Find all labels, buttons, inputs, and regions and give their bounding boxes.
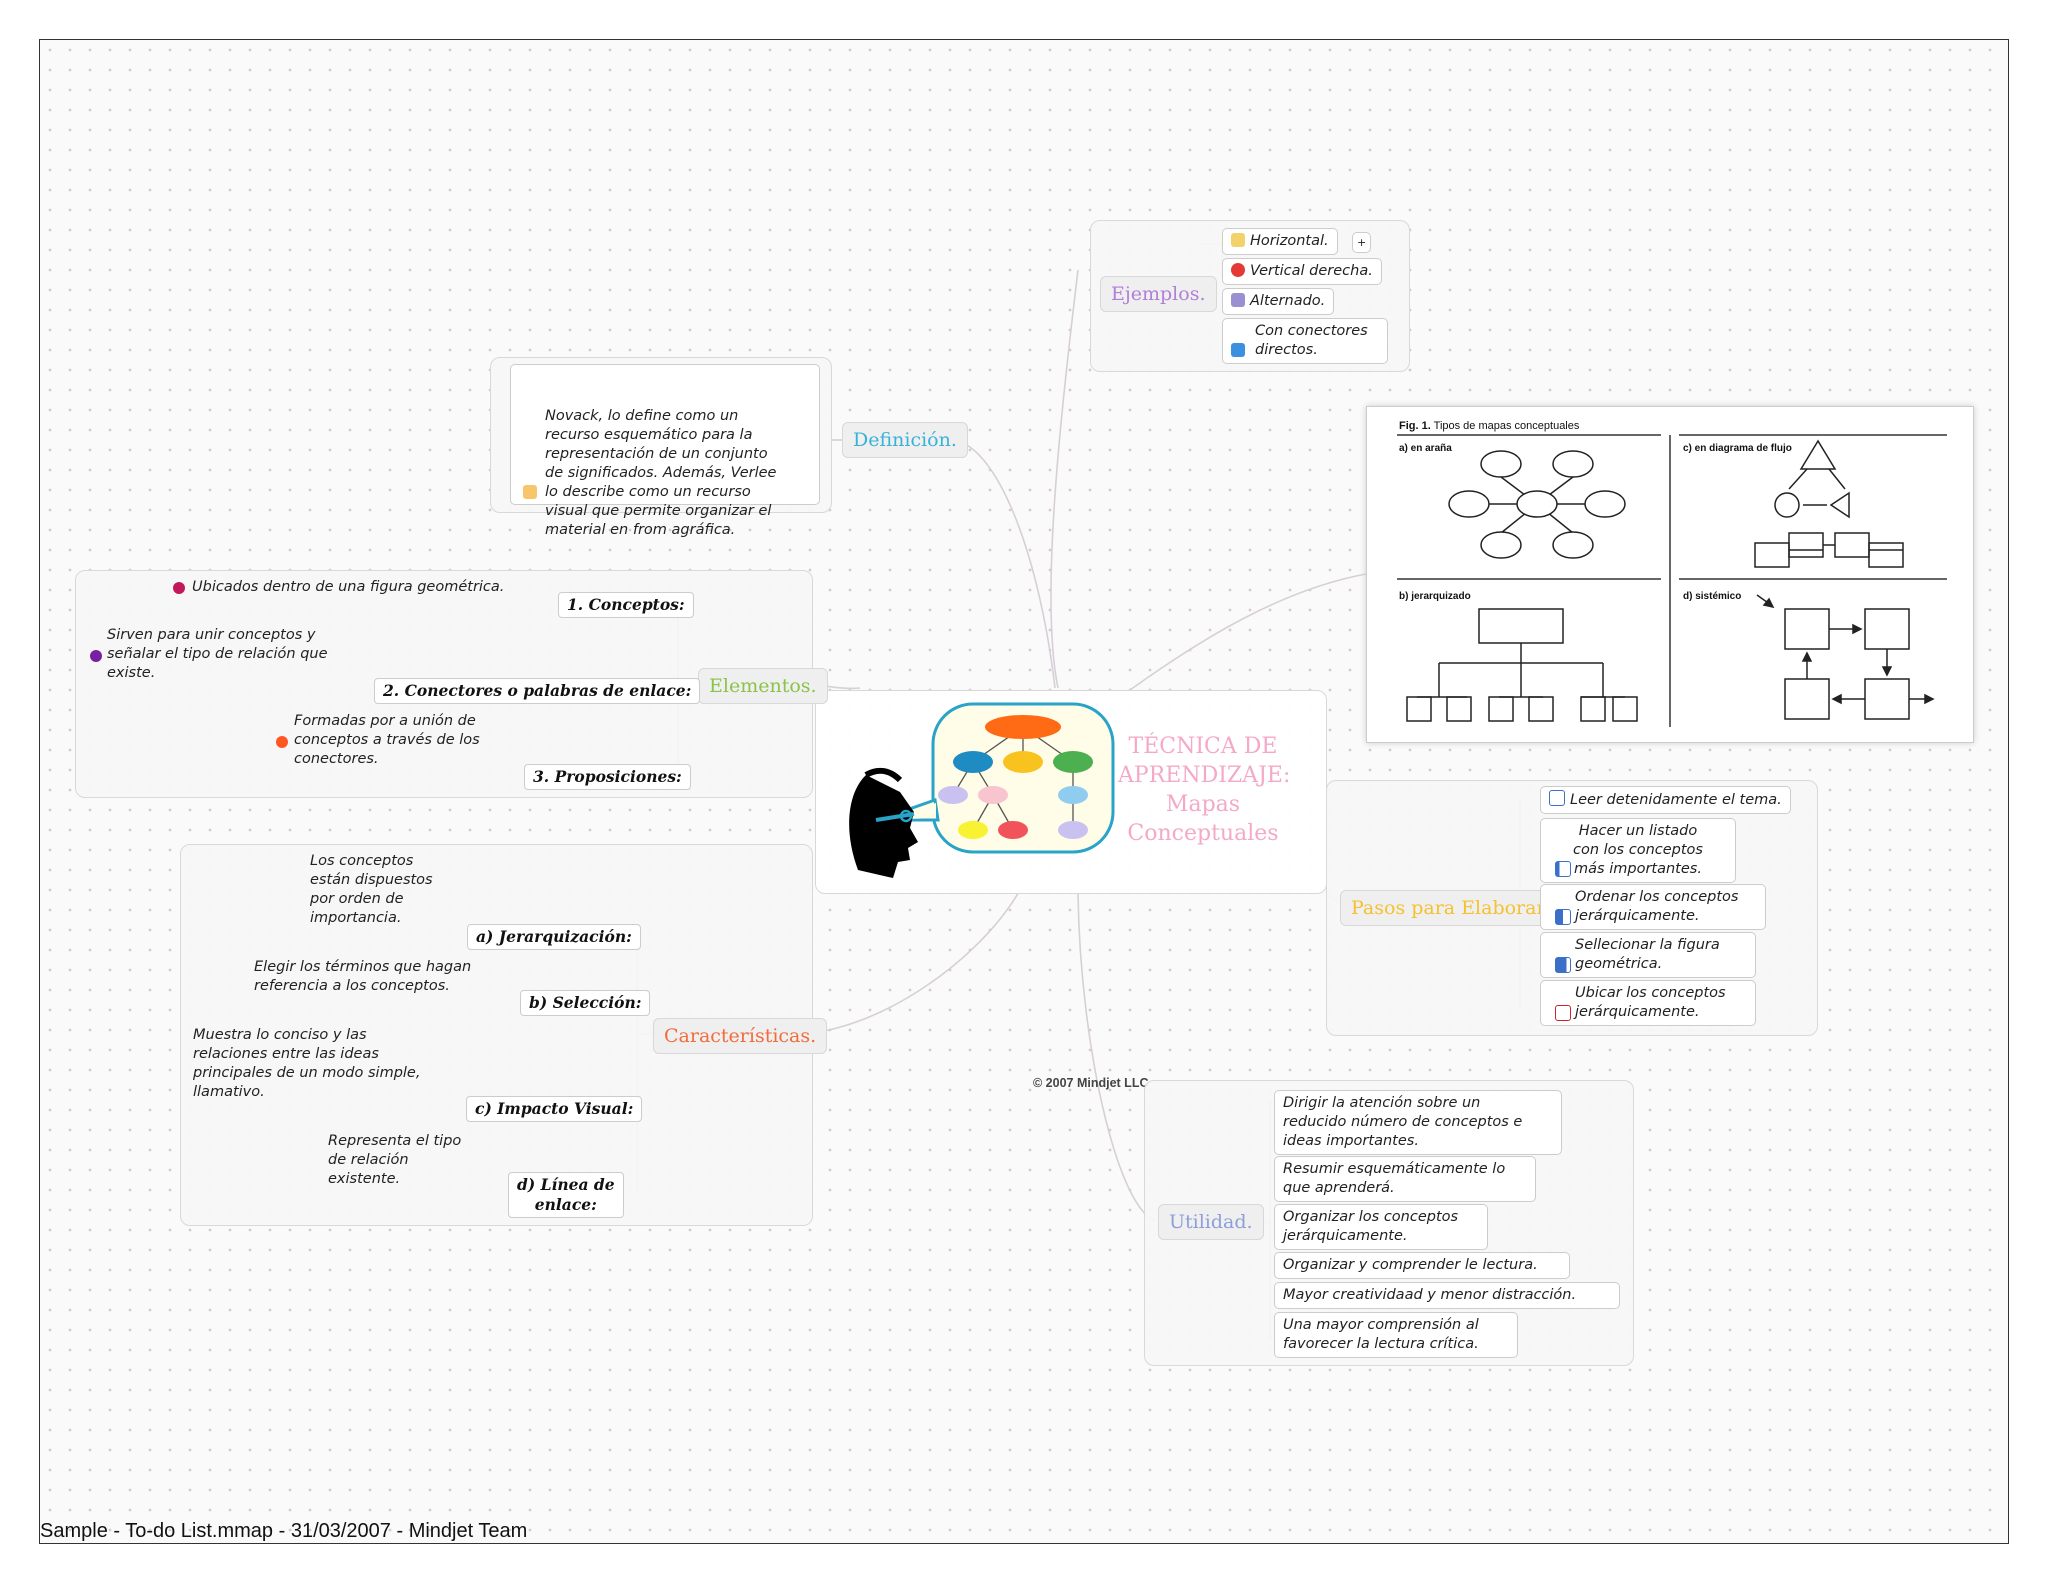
expand-toggle[interactable]: + (1352, 232, 1372, 253)
link-caracteristicas (799, 889, 1021, 1035)
linea-description: Representa el tipo de relación existente… (328, 1133, 462, 1187)
ejemplo-item[interactable]: Vertical derecha. (1222, 258, 1382, 285)
task-0-icon (1549, 790, 1565, 806)
bullet-icon (276, 736, 288, 748)
utilidad-item[interactable]: Resumir esquemáticamente lo que aprender… (1274, 1156, 1536, 1202)
utilidad-item[interactable]: Una mayor comprensión al favorecer la le… (1274, 1312, 1518, 1358)
paso-item[interactable]: Hacer un listado con los conceptos más i… (1540, 818, 1736, 883)
definicion-label: Novack, lo define como un recurso esquem… (545, 408, 777, 538)
arrow-down-purple-icon (1231, 293, 1245, 307)
link-figure (1129, 573, 1367, 691)
spider-map (1448, 450, 1626, 559)
figure-caption: Tipos de mapas conceptuales (1431, 420, 1580, 432)
paso-label: Ubicar los conceptos jerárquicamente. (1575, 985, 1726, 1020)
topic-caracteristicas[interactable]: Características. (653, 1018, 828, 1054)
panel-label: d) sistémico (1683, 591, 1741, 602)
topic-elementos[interactable]: Elementos. (698, 668, 828, 704)
task-75-icon (1555, 957, 1571, 973)
paso-item[interactable]: Sellecionar la figura geométrica. (1540, 932, 1756, 978)
subtopic-jerarquizacion[interactable]: a) Jerarquización: (467, 924, 641, 950)
arrows-horizontal-icon (1231, 233, 1245, 247)
paso-label: Ordenar los conceptos jerárquicamente. (1575, 889, 1739, 924)
subtopic-impacto-visual[interactable]: c) Impacto Visual: (466, 1096, 643, 1122)
task-done-icon (1555, 1005, 1571, 1021)
subtopic-seleccion[interactable]: b) Selección: (520, 990, 651, 1016)
paso-item[interactable]: Leer detenidamente el tema. (1540, 786, 1791, 814)
concept-map-illustration-icon (849, 702, 1115, 878)
subtopic-conceptos[interactable]: 1. Conceptos: (558, 592, 694, 618)
paso-label: Sellecionar la figura geométrica. (1575, 937, 1720, 972)
link-definicion (954, 439, 1056, 689)
topic-utilidad[interactable]: Utilidad. (1158, 1204, 1264, 1240)
flow-map (1754, 439, 1904, 568)
utilidad-item[interactable]: Organizar y comprender le lectura. (1274, 1252, 1570, 1279)
copyright: © 2007 Mindjet LLC (1033, 1076, 1149, 1090)
ejemplo-label: Con conectores directos. (1255, 323, 1368, 358)
concept-description: Ubicados dentro de una figura geométrica… (192, 579, 505, 595)
paso-label: Leer detenidamente el tema. (1570, 792, 1782, 808)
subtopic-linea-enlace[interactable]: d) Línea de enlace: (508, 1172, 624, 1218)
paso-label: Hacer un listado con los conceptos más i… (1573, 823, 1703, 877)
utilidad-item[interactable]: Organizar los conceptos jerárquicamente. (1274, 1204, 1488, 1250)
title-line: Conceptuales (1127, 821, 1279, 846)
figure-drawing: Fig. 1. Tipos de mapas conceptuales a) e… (1397, 420, 1947, 727)
central-title: TÉCNICA DE APRENDIZAJE: Mapas Conceptual… (1118, 732, 1291, 848)
title-line: APRENDIZAJE: (1118, 763, 1291, 788)
subtopic-conectores[interactable]: 2. Conectores o palabras de enlace: (374, 678, 701, 704)
proposition-description: Formadas por a unión de conceptos a trav… (294, 713, 480, 767)
title-line: Mapas (1165, 792, 1241, 817)
topic-ejemplos[interactable]: Ejemplos. (1100, 276, 1217, 312)
systemic-map (1756, 594, 1935, 720)
subtopic-proposiciones[interactable]: 3. Proposiciones: (524, 764, 691, 790)
task-25-icon (1555, 861, 1571, 877)
definicion-text[interactable]: Novack, lo define como un recurso esquem… (510, 364, 820, 538)
panel-label: b) jerarquizado (1399, 591, 1471, 602)
concept-map-types-figure: Fig. 1. Tipos de mapas conceptuales a) e… (1366, 406, 1974, 743)
arrow-curved-red-icon (1231, 263, 1245, 277)
ejemplo-label: Horizontal. (1250, 233, 1329, 249)
title-line: TÉCNICA DE (1128, 734, 1278, 759)
connector-description: Sirven para unir conceptos y señalar el … (107, 627, 328, 681)
arrow-up-blue-icon (1231, 343, 1245, 357)
svg-text:Fig. 1. Tipos de mapas concept: Fig. 1. Tipos de mapas conceptuales (1399, 420, 1580, 432)
impacto-description: Muestra lo conciso y las relaciones entr… (193, 1027, 421, 1100)
bullet-icon (173, 582, 185, 594)
hierarchical-map (1406, 608, 1638, 722)
paso-item[interactable]: Ordenar los conceptos jerárquicamente. (1540, 884, 1766, 930)
seleccion-description: Elegir los términos que hagan referencia… (254, 959, 472, 994)
panel-label: c) en diagrama de flujo (1683, 443, 1792, 454)
utilidad-item[interactable]: Dirigir la atención sobre un reducido nú… (1274, 1090, 1562, 1155)
ejemplo-item[interactable]: Horizontal. (1222, 228, 1338, 255)
figure-caption-bold: Fig. 1. (1399, 420, 1431, 432)
ejemplo-item[interactable]: Alternado. (1222, 288, 1335, 315)
topic-definicion[interactable]: Definición. (842, 422, 968, 458)
link-ejemplos (1050, 269, 1079, 689)
ejemplo-label: Alternado. (1250, 293, 1326, 309)
task-50-icon (1555, 909, 1571, 925)
paso-item[interactable]: Ubicar los conceptos jerárquicamente. (1540, 980, 1756, 1026)
jerarquizacion-description: Los conceptos están dispuestos por orden… (310, 853, 433, 926)
ejemplo-item[interactable]: Con conectores directos. (1222, 318, 1388, 364)
ejemplo-label: Vertical derecha. (1250, 263, 1373, 279)
topic-pasos-elaborar[interactable]: Pasos para Elaborar. (1340, 890, 1561, 926)
bullet-icon (90, 650, 102, 662)
utilidad-item[interactable]: Mayor creatividaad y menor distracción. (1274, 1282, 1620, 1309)
thumbs-up-icon (523, 485, 537, 499)
footer-text: Sample - To-do List.mmap - 31/03/2007 - … (40, 1520, 528, 1542)
panel-label: a) en araña (1399, 443, 1452, 454)
